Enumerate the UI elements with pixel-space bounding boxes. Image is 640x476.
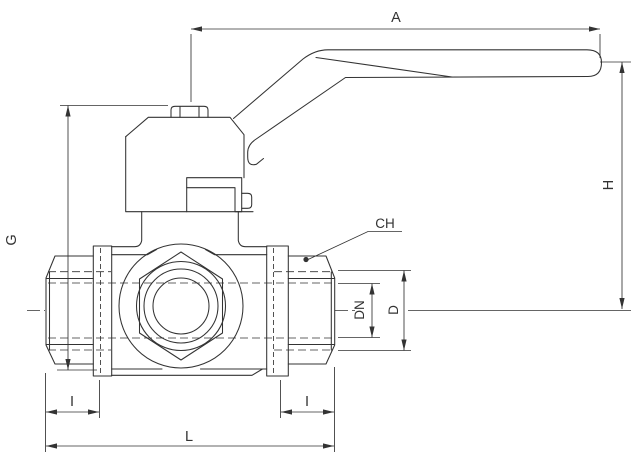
front-port — [118, 243, 244, 369]
dim-i-right: I — [280, 380, 334, 418]
dim-label-ch: CH — [375, 216, 395, 231]
callout-ch: CH — [303, 216, 402, 263]
body-center — [111, 211, 268, 376]
dim-d: D — [338, 270, 411, 351]
dim-dn: DN — [338, 283, 380, 338]
dim-label-h: H — [601, 180, 617, 190]
leader-dot — [303, 256, 309, 263]
dim-label-a: A — [391, 10, 401, 26]
dim-a: A — [190, 10, 601, 102]
valve-handle — [232, 49, 603, 166]
dim-h: H — [408, 61, 631, 311]
dim-i-left: I — [46, 380, 100, 418]
dim-g: G — [4, 105, 168, 371]
stem-nut — [170, 105, 209, 118]
dim-l: L — [45, 367, 335, 452]
dim-label-l: L — [185, 429, 193, 445]
right-union-flange — [266, 245, 289, 377]
left-port-hex — [45, 255, 94, 365]
valve-body — [45, 49, 603, 377]
hidden-bore-lines — [48, 271, 332, 351]
dim-label-i-right: I — [305, 394, 309, 410]
dim-label-g: G — [4, 234, 20, 245]
bonnet — [125, 116, 254, 213]
handle-fold-line — [315, 56, 453, 78]
dim-label-d: D — [386, 305, 401, 315]
dim-label-dn: DN — [352, 300, 367, 320]
right-port-hex — [287, 255, 336, 365]
dimensions: A H G D DN — [4, 10, 631, 452]
side-tab — [241, 192, 253, 209]
dim-label-i-left: I — [70, 394, 74, 410]
left-union-flange — [92, 245, 113, 377]
